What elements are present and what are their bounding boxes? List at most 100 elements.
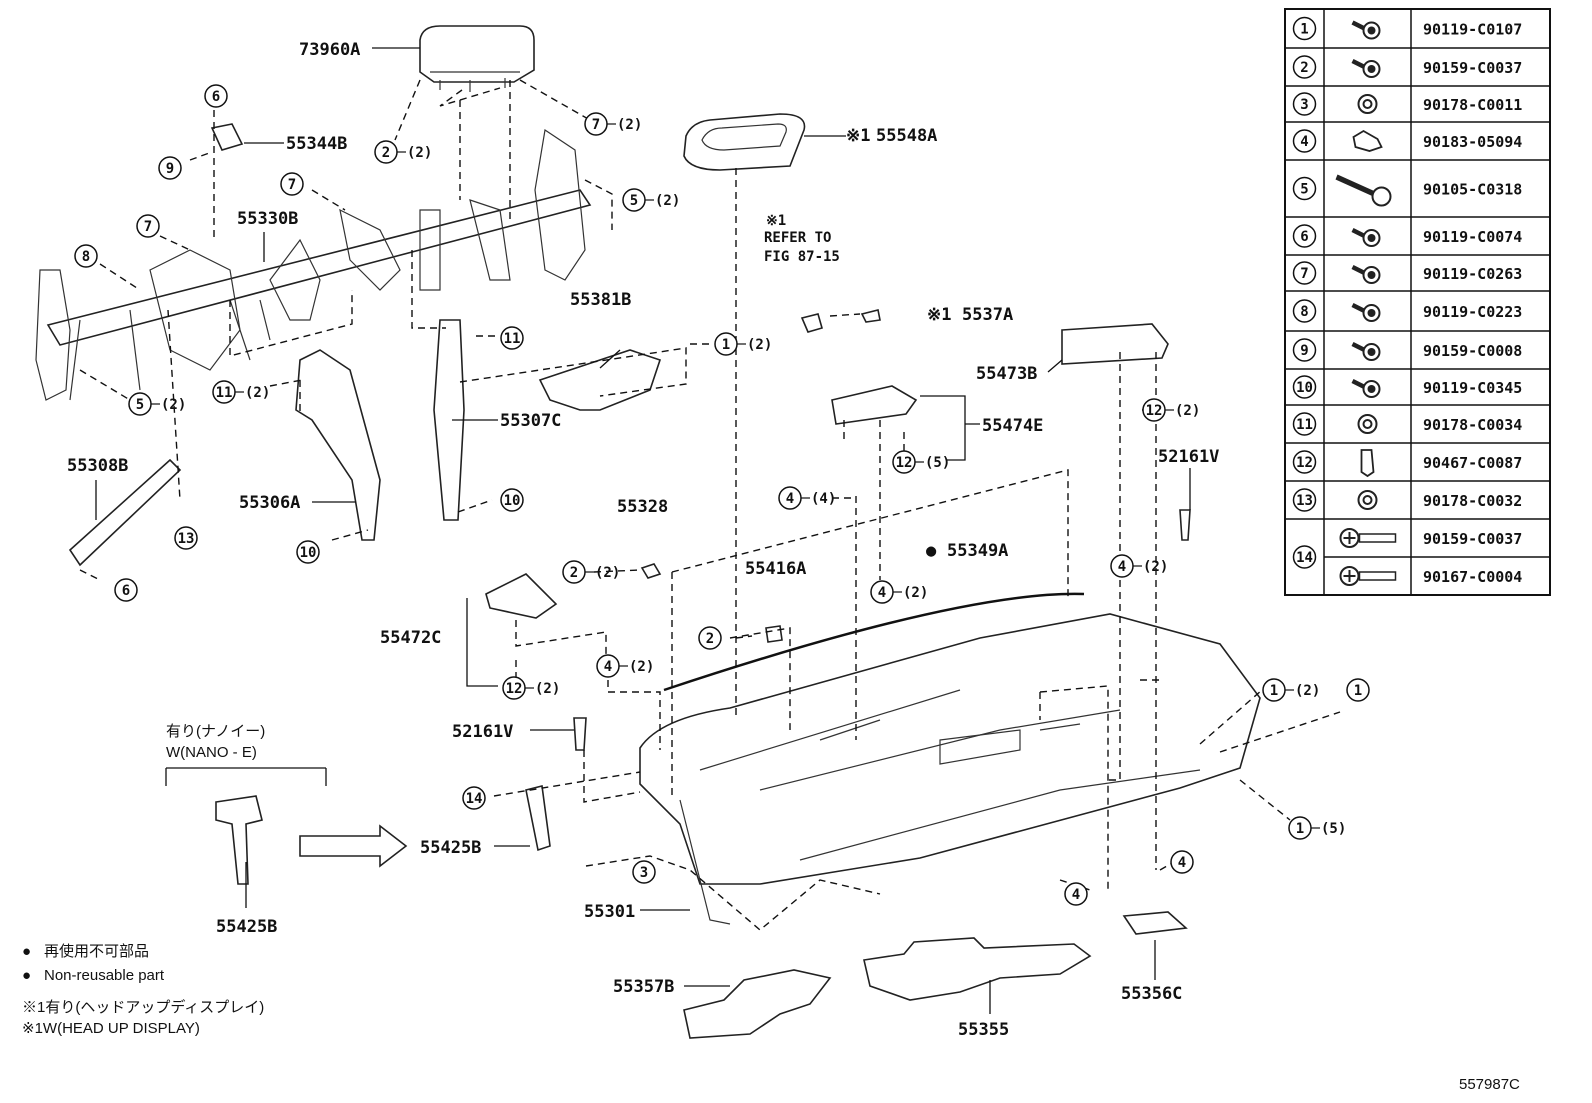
bracket-55344b-sketch-icon xyxy=(210,123,244,151)
fastener-number: 11 xyxy=(1296,417,1313,433)
callout-number: 1 xyxy=(1354,683,1362,699)
screw-52161v-r-sketch-icon xyxy=(1179,509,1191,541)
callout-c7: 7 xyxy=(280,172,304,196)
callout-circle xyxy=(462,786,486,810)
part-label-55473b: 55473B xyxy=(976,364,1037,384)
callout-number: 4 xyxy=(878,585,886,601)
callout-quantity: (2) xyxy=(1143,559,1168,575)
callout-circle xyxy=(1170,850,1194,874)
refer-line-1: REFER TO xyxy=(764,230,831,246)
pad-55473b-sketch-icon xyxy=(1061,323,1169,365)
callout-number: 4 xyxy=(786,491,794,507)
callout-quantity: (5) xyxy=(1321,821,1346,837)
clip-nut-icon xyxy=(1352,129,1383,152)
callout-quantity: (2) xyxy=(617,117,642,133)
bolt-washer-icon xyxy=(1351,265,1381,284)
callout-circle xyxy=(136,214,160,238)
fastener-number-circle xyxy=(1292,92,1317,116)
callout-number: 2 xyxy=(706,631,714,647)
fastener-part-number: 90467-C0087 xyxy=(1423,454,1522,472)
fastener-number: 3 xyxy=(1300,97,1308,113)
callout-number: 2 xyxy=(382,145,390,161)
legend-line-2: Non-reusable part xyxy=(44,967,165,984)
callout-c18: 10 xyxy=(296,540,320,564)
callout-number: 6 xyxy=(122,583,130,599)
fastener-number-circle xyxy=(1292,338,1317,362)
pad-55356c-sketch-icon xyxy=(1122,911,1188,935)
callout-number: 4 xyxy=(1072,887,1080,903)
fastener-number: 8 xyxy=(1300,304,1308,320)
part-label-55355: 55355 xyxy=(958,1020,1009,1040)
callout-quantity: (2) xyxy=(747,337,772,353)
callout-number: 12 xyxy=(506,681,523,697)
callout-circle xyxy=(158,156,182,180)
callout-number: 14 xyxy=(466,791,483,807)
callout-c22: 4(2) xyxy=(870,580,928,604)
fastener-number-circle xyxy=(1292,16,1317,41)
non-reusable-bullet: ● xyxy=(926,541,937,561)
brace-55306a-sketch-icon xyxy=(295,349,381,541)
callout-circle xyxy=(174,526,198,550)
callout-c31: 4 xyxy=(1170,850,1194,874)
callout-number: 12 xyxy=(896,455,913,471)
callout-c28: 14 xyxy=(462,786,486,810)
callout-c13: 12(2) xyxy=(1142,398,1200,422)
callout-quantity: (2) xyxy=(629,659,654,675)
fastener-part-number: 90178-C0034 xyxy=(1423,416,1522,434)
part-label-73960a: 73960A xyxy=(299,40,360,60)
part-label-55306a: 55306A xyxy=(239,493,300,513)
callout-number: 12 xyxy=(1146,403,1163,419)
fastener-part-number: 90178-C0011 xyxy=(1423,96,1522,114)
callout-number: 11 xyxy=(216,385,233,401)
refer-line-2: FIG 87-15 xyxy=(764,249,840,265)
callout-circle xyxy=(698,626,722,650)
callout-number: 6 xyxy=(212,89,220,105)
callout-number: 4 xyxy=(604,659,612,675)
table-row: 3 90178-C0011 xyxy=(1292,92,1522,116)
legend-line-1: 再使用不可部品 xyxy=(44,943,149,960)
part-label-55474e: 55474E xyxy=(982,416,1043,436)
callout-number: 1 xyxy=(1270,683,1278,699)
fastener-part-number: 90178-C0032 xyxy=(1423,492,1522,510)
callout-c20: 2 (2) xyxy=(562,560,620,584)
nut-icon xyxy=(1357,94,1378,114)
clip-icon xyxy=(1360,449,1375,478)
table-row: 90167-C0004 xyxy=(1339,566,1522,586)
callout-number: 2 xyxy=(570,565,578,581)
callout-quantity: (2) xyxy=(535,681,560,697)
callout-quantity: (5) xyxy=(925,455,950,471)
part-label-55307c: 55307C xyxy=(500,411,561,431)
part-labels: 73960A 55344B ※1 55548A 55330B 55381B ※1… xyxy=(67,40,1219,1040)
part-label-55328: 55328 xyxy=(617,497,668,517)
refer-note: ※1 REFER TO FIG 87-15 xyxy=(764,213,840,265)
callout-quantity: (2) xyxy=(595,565,620,581)
pad-55355-sketch-icon xyxy=(863,937,1092,1001)
nut-icon xyxy=(1357,414,1378,434)
bolt-washer-icon xyxy=(1351,342,1381,361)
fastener-number: 4 xyxy=(1300,134,1308,150)
callout-circle xyxy=(1346,678,1370,702)
callout-circle xyxy=(296,540,320,564)
callout-circle xyxy=(632,860,656,884)
brace-55381b-sketch-icon xyxy=(538,349,662,411)
part-label-55301: 55301 xyxy=(584,902,635,922)
fastener-number: 7 xyxy=(1300,266,1308,282)
callout-c8: 8 xyxy=(74,244,98,268)
bolt-washer-icon xyxy=(1351,379,1381,398)
inset-title-jp: 有り(ナノイー) xyxy=(166,723,265,740)
fastener-number-circle xyxy=(1292,450,1317,474)
callout-c4: 7(2) xyxy=(584,112,642,136)
callout-c17: 13 xyxy=(174,526,198,550)
callout-c29: 1(5) xyxy=(1288,816,1346,840)
fastener-number-circle xyxy=(1292,176,1317,201)
callout-c19: 6 xyxy=(114,578,138,602)
fastener-number: 10 xyxy=(1296,380,1313,396)
bracket-55425b-sketch-icon xyxy=(525,785,551,852)
callout-number: 3 xyxy=(640,865,648,881)
